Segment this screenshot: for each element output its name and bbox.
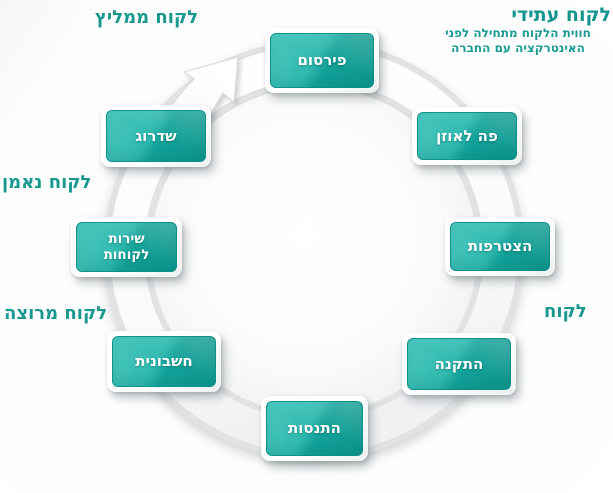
node-customer-service: שירות לקוחות [71, 217, 182, 277]
future-customer-subtitle-line2: האינטרקציה עם החברה [451, 41, 585, 55]
label-loyal-customer: לקוח נאמן [2, 172, 92, 193]
node-joining-label: הצטרפות [450, 222, 550, 271]
node-invoice-label: חשבונית [112, 336, 216, 387]
node-word-of-mouth: פה לאוזן [412, 107, 522, 165]
node-advertising: פירסום [265, 28, 379, 93]
label-customer: לקוח [544, 301, 587, 322]
node-trial-label: התנסות [266, 401, 363, 456]
node-upgrade-label: שדרוג [106, 110, 206, 162]
label-referring-customer: לקוח ממליץ [95, 7, 199, 28]
node-customer-service-label: שירות לקוחות [76, 222, 177, 272]
future-customer-title: לקוח עתידי [511, 4, 611, 26]
future-customer-subtitle-line1: חווית הלקוח מתחילה לפני [445, 26, 591, 40]
node-installation: התקנה [402, 333, 516, 395]
node-upgrade: שדרוג [101, 105, 211, 167]
future-customer-block: לקוח עתידי חווית הלקוח מתחילה לפני האינט… [425, 4, 611, 56]
node-word-of-mouth-label: פה לאוזן [417, 112, 517, 160]
node-joining: הצטרפות [445, 217, 555, 276]
node-trial: התנסות [261, 396, 368, 461]
node-invoice: חשבונית [107, 331, 221, 392]
label-satisfied-customer: לקוח מרוצה [4, 303, 108, 324]
node-advertising-label: פירסום [270, 33, 374, 88]
node-installation-label: התקנה [407, 338, 511, 390]
